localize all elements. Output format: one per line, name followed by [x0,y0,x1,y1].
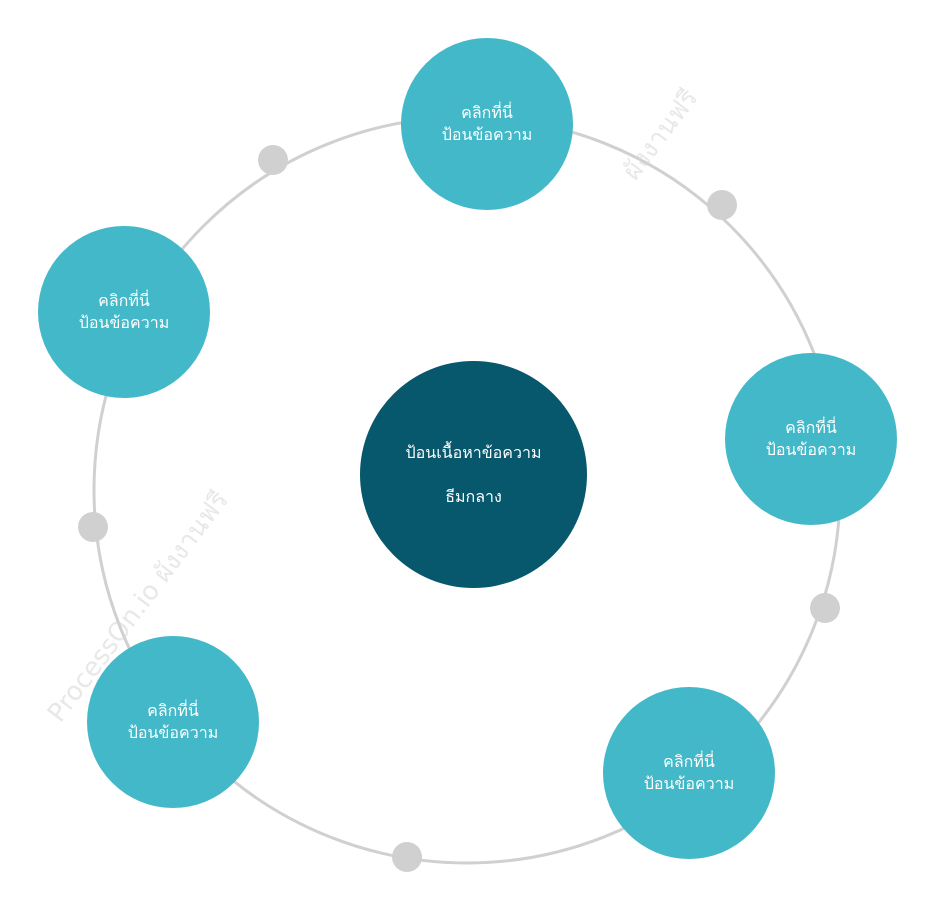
central-theme-line2: ธีมกลาง [445,486,502,506]
topic-node-left[interactable]: คลิกที่นี่ ป้อนข้อความ [38,226,210,398]
topic-node-line1: คลิกที่นี่ [785,418,837,437]
topic-node-right[interactable]: คลิกที่นี่ ป้อนข้อความ [725,353,897,525]
topic-node-line1: คลิกที่นี่ [461,103,513,122]
topic-node-line1: คลิกที่นี่ [98,291,150,310]
topic-node-line1: คลิกที่นี่ [663,752,715,771]
connector-dot [810,593,840,623]
topic-node-line1: คลิกที่นี่ [147,701,199,720]
connector-dot [258,145,288,175]
topic-node-top[interactable]: คลิกที่นี่ ป้อนข้อความ [401,38,573,210]
central-theme-node[interactable]: ป้อนเนื้อหาข้อความ ธีมกลาง [360,361,587,588]
connector-dot [78,512,108,542]
central-theme-line1: ป้อนเนื้อหาข้อความ [405,442,542,462]
topic-node-line2: ป้อนข้อความ [127,723,219,742]
connector-dot [392,842,422,872]
connector-dot [707,190,737,220]
topic-node-line2: ป้อนข้อความ [643,774,735,793]
topic-node-line2: ป้อนข้อความ [78,313,170,332]
topic-node-bottom-right[interactable]: คลิกที่นี่ ป้อนข้อความ [603,687,775,859]
topic-node-line2: ป้อนข้อความ [765,440,857,459]
topic-node-bottom-left[interactable]: คลิกที่นี่ ป้อนข้อความ [87,636,259,808]
topic-node-line2: ป้อนข้อความ [441,125,533,144]
